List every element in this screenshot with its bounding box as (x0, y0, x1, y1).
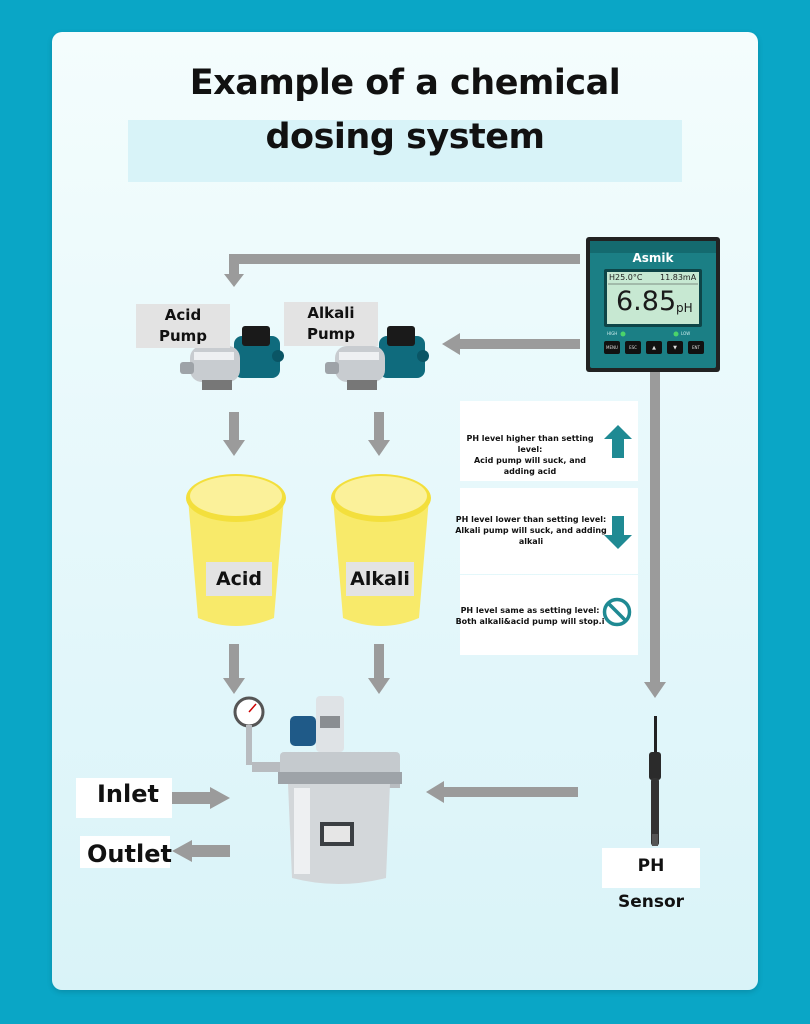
legend-high-line-1: PH level higher than setting level: (466, 434, 594, 454)
controller-current: 11.83mA (660, 273, 697, 282)
controller-button-esc[interactable]: ESC (629, 345, 637, 350)
arrow-down-icon (604, 516, 632, 549)
controller-unit: pH (676, 301, 693, 315)
arrow-controller-to-acid-line (234, 254, 580, 264)
ph-sensor-label: PH Sensor (602, 848, 700, 912)
acid-pump-image (180, 326, 284, 390)
alkali-pump-label-line-2: Pump (306, 325, 356, 343)
arrow-controller-to-acid-head (224, 274, 244, 287)
no-entry-icon (602, 597, 632, 627)
acid-pump-label-line-1: Acid (164, 306, 202, 324)
controller-indicator-high: HIGH (607, 331, 618, 336)
legend-low-line-1: PH level lower than setting level: (455, 515, 607, 524)
title-line-2: dosing system (265, 117, 545, 157)
alkali-pump-label: Alkali Pump (284, 302, 378, 346)
controller-reading: 6.85 (616, 286, 677, 317)
controller-button-down[interactable]: ▼ (673, 345, 677, 351)
acid-tank-label: Acid (206, 562, 272, 596)
legend-low-line-2: Alkali pump will suck, and adding alkali (455, 526, 607, 546)
controller-temperature: H25.0°C (609, 273, 643, 282)
ph-sensor-probe (649, 716, 661, 846)
outlet-label-text: Outlet (87, 840, 172, 868)
controller-button-menu[interactable]: MENU (606, 345, 618, 350)
inlet-label-text: Inlet (97, 780, 159, 808)
controller-brand: Asmik (632, 251, 674, 265)
controller-button-up[interactable]: ▲ (652, 345, 656, 351)
acid-tank (186, 474, 286, 626)
outlet-label: Outlet (80, 836, 172, 868)
controller-indicator-low: LOW (681, 331, 691, 336)
alkali-pump-label-line-1: Alkali (307, 304, 355, 322)
legend-same: PH level same as setting level: Both alk… (456, 575, 638, 655)
title-line-1: Example of a chemical (189, 63, 621, 103)
legend-same-line-2: Both alkali&acid pump will stop.i (455, 617, 605, 626)
legend-low: PH level lower than setting level: Alkal… (455, 488, 638, 574)
title-highlight (128, 120, 682, 182)
arrow-controller-to-alkali-head (442, 333, 460, 355)
flow-arrows (172, 254, 666, 862)
ph-controller: Asmik H25.0°C 11.83mA 6.85 pH HIGH LOW M… (586, 237, 720, 372)
legend-high: PH level higher than setting level: Acid… (460, 401, 638, 481)
reactor-vessel (233, 696, 402, 884)
inlet-label: Inlet (76, 778, 172, 818)
controller-button-ent[interactable]: ENT (692, 345, 700, 350)
alkali-tank-label: Alkali (346, 562, 414, 596)
legend-high-line-2: Acid pump will suck, and adding acid (473, 456, 587, 476)
legend-same-line-1: PH level same as setting level: (460, 606, 600, 615)
diagram-card: Example of a chemical dosing system (52, 32, 758, 990)
arrow-controller-to-sensor-head (644, 682, 666, 698)
page-title: Example of a chemical dosing system (128, 56, 682, 164)
acid-pump-label-line-2: Pump (158, 327, 208, 345)
alkali-pump-image (325, 326, 429, 390)
arrow-up-icon (604, 425, 632, 458)
acid-pump-label: Acid Pump (136, 304, 230, 348)
alkali-tank (331, 474, 431, 626)
